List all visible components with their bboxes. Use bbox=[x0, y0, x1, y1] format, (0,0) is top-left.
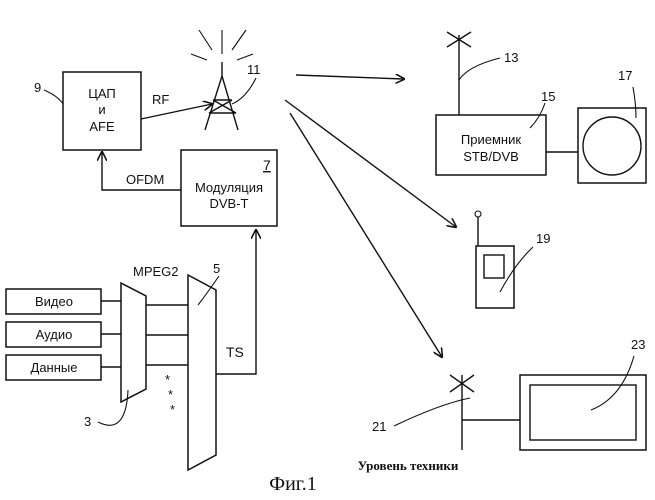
modulation-ref-number: 7 bbox=[263, 157, 271, 173]
broadcast-arrow-stb bbox=[296, 75, 404, 79]
broadcast-arrow-portable bbox=[290, 113, 442, 357]
encoder-shape bbox=[121, 283, 146, 402]
mobile-antenna: 21 bbox=[372, 375, 474, 450]
tv-ref-number: 17 bbox=[618, 68, 632, 83]
receiver-label: Приемник bbox=[461, 132, 521, 147]
input-sources: Видео Аудио Данные bbox=[6, 289, 121, 380]
mux-dot-2: * bbox=[168, 387, 173, 402]
modulation-block: 7 Модуляция DVB-T bbox=[181, 150, 277, 226]
receiver-ref-number: 15 bbox=[541, 89, 555, 104]
broadcast-arrow-mobile bbox=[285, 100, 456, 227]
tower-leader-line bbox=[232, 78, 256, 104]
ofdm-label: OFDM bbox=[126, 172, 164, 187]
phone-antenna-tip bbox=[475, 211, 481, 217]
dvbt-label: DVB-T bbox=[210, 196, 249, 211]
encoder-outputs bbox=[146, 305, 188, 365]
dac-ref-number: 9 bbox=[34, 80, 41, 95]
mux-ref-number: 5 bbox=[213, 261, 220, 276]
mux-dot-3: * bbox=[170, 402, 175, 417]
rf-label: RF bbox=[152, 92, 169, 107]
ts-label: TS bbox=[226, 344, 244, 360]
prior-art-caption: Уровень техники bbox=[358, 458, 459, 473]
antenna-leader-line bbox=[459, 58, 500, 80]
flat-screen: 23 bbox=[520, 337, 646, 450]
data-label: Данные bbox=[31, 360, 78, 375]
audio-label: Аудио bbox=[36, 327, 73, 342]
dac-and-label: и bbox=[98, 102, 105, 117]
television: 17 bbox=[578, 68, 646, 183]
mpeg2-label: MPEG2 bbox=[133, 264, 179, 279]
antenna-ref-number: 13 bbox=[504, 50, 518, 65]
mux-shape bbox=[188, 275, 216, 470]
afe-label: AFE bbox=[89, 119, 115, 134]
mobile-antenna-ref-number: 21 bbox=[372, 419, 386, 434]
encoder-ref-number: 3 bbox=[84, 414, 91, 429]
tv-cabinet bbox=[578, 108, 646, 183]
figure-caption: Фиг.1 bbox=[269, 473, 316, 495]
input-connectors bbox=[101, 301, 121, 367]
dac-afe-block: ЦАП и AFE 9 bbox=[34, 72, 141, 150]
dac-leader-line bbox=[44, 90, 63, 104]
transmit-tower: 11 bbox=[191, 30, 261, 130]
flat-screen-frame bbox=[520, 375, 646, 450]
tower-ref-number: 11 bbox=[247, 62, 261, 77]
screen-ref-number: 23 bbox=[631, 337, 645, 352]
stb-receiver: Приемник STB/DVB 15 bbox=[436, 89, 555, 175]
roof-antenna: 13 bbox=[447, 32, 518, 115]
modulation-label: Модуляция bbox=[195, 180, 263, 195]
phone-ref-number: 19 bbox=[536, 231, 550, 246]
mux-dot-1: * bbox=[165, 372, 170, 387]
mobile-antenna-leader-line bbox=[394, 398, 470, 426]
stb-dvb-label: STB/DVB bbox=[463, 149, 519, 164]
broadcast-rays bbox=[191, 30, 253, 60]
mobile-phone: 19 bbox=[475, 211, 550, 308]
dac-label: ЦАП bbox=[88, 86, 116, 101]
video-label: Видео bbox=[35, 294, 73, 309]
